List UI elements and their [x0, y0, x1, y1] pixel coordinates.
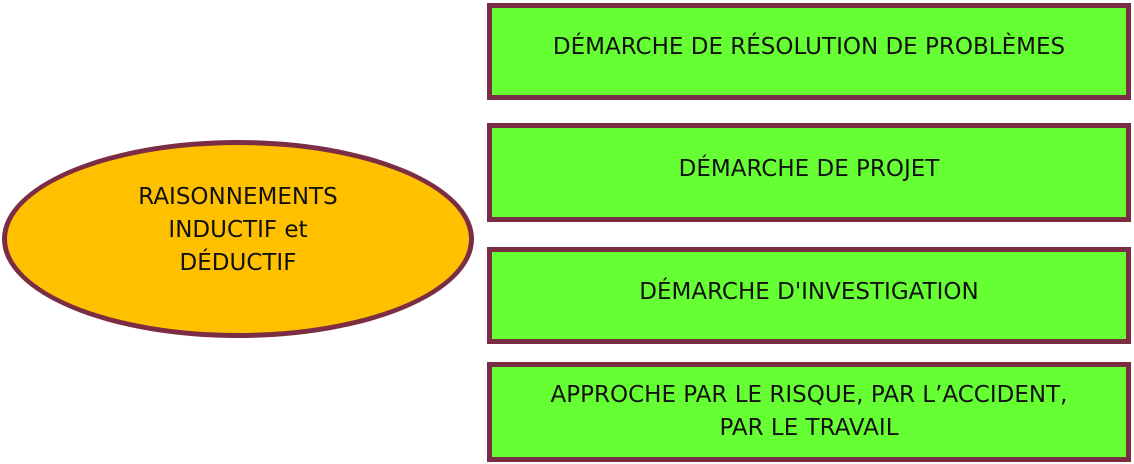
approach-box-risk: APPROCHE PAR LE RISQUE, PAR L’ACCIDENT, … [487, 362, 1131, 462]
approach-label-risk: APPROCHE PAR LE RISQUE, PAR L’ACCIDENT, … [550, 382, 1068, 441]
approach-label-project: DÉMARCHE DE PROJET [678, 156, 940, 182]
approach-box-project: DÉMARCHE DE PROJET [487, 123, 1131, 222]
approach-box-problem-solving: DÉMARCHE DE RÉSOLUTION DE PROBLÈMES [487, 3, 1131, 100]
approach-label-problem-solving: DÉMARCHE DE RÉSOLUTION DE PROBLÈMES [552, 34, 1066, 60]
approach-box-investigation: DÉMARCHE D'INVESTIGATION [487, 247, 1131, 344]
reasoning-label: RAISONNEMENTS INDUCTIF et DÉDUCTIF [138, 183, 338, 276]
approach-label-investigation: DÉMARCHE D'INVESTIGATION [639, 279, 979, 305]
reasoning-ellipse: RAISONNEMENTS INDUCTIF et DÉDUCTIF [2, 140, 474, 338]
